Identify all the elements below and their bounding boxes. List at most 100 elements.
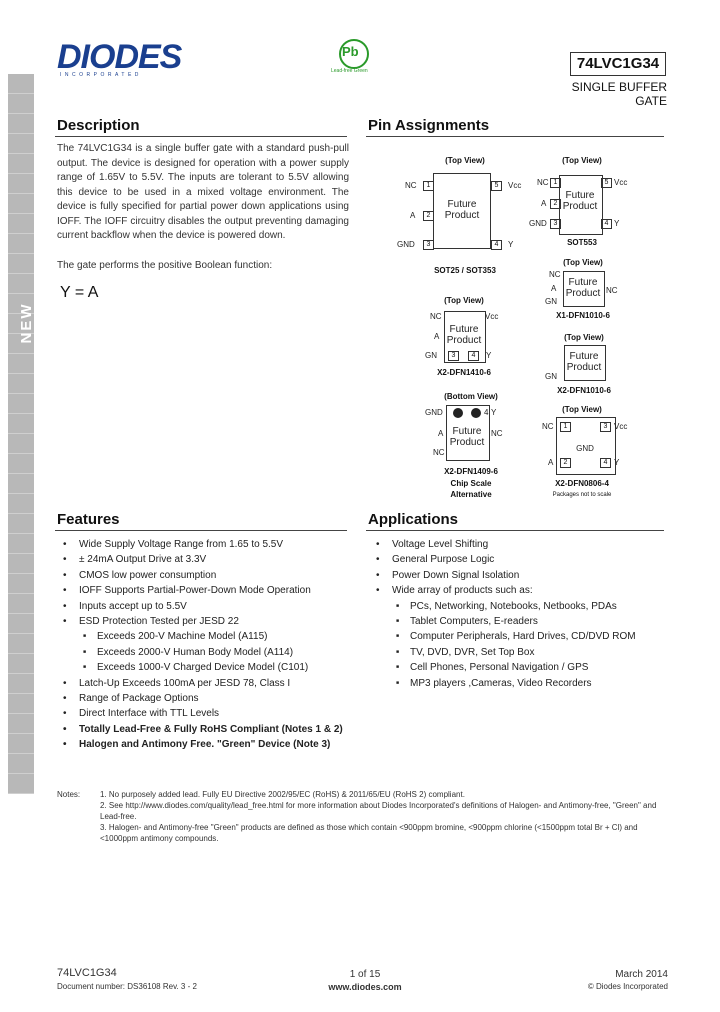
applications-item: Wide array of products such as: [370,583,664,599]
applications-item: Computer Peripherals, Hard Drives, CD/DV… [370,629,664,645]
x2dfn1010-top-view-label: (Top View) [564,333,604,342]
x2dfn1410-pin-gnd: GN [425,351,437,360]
sot553-pin-a: A [541,199,547,208]
x2dfn1409-package-name: X2-DFN1409-6 [444,467,498,476]
applications-item: Cell Phones, Personal Navigation / GPS [370,660,664,676]
product-label: Product [446,335,482,346]
x1dfn1010-top-view-label: (Top View) [563,258,603,267]
note-3: 3. Halogen- and Antimony-free "Green" pr… [100,823,638,843]
x2dfn1409-alternative: Alternative [450,490,492,499]
x2dfn0806-center-gnd: GND [576,444,594,453]
sot553-pin-nc: NC [537,178,549,187]
sot25-pin-2: 2 [423,211,434,221]
applications-item: Tablet Computers, E-readers [370,614,664,630]
sot553-package-name: SOT553 [567,238,597,247]
features-item: Direct Interface with TTL Levels [57,706,349,722]
sot553-pin-3: 3 [550,219,561,229]
new-product-label: NEW PRODUCT [18,278,52,368]
features-item: Exceeds 2000-V Human Body Model (A114) [57,645,349,661]
footer-date: March 2014 [615,969,668,980]
features-item: Halogen and Antimony Free. "Green" Devic… [57,737,349,753]
product-label: Product [444,210,480,221]
x2dfn0806-top-view-label: (Top View) [562,405,602,414]
sot553-pin-2: 2 [550,199,561,209]
future-label: Future [452,426,482,437]
features-item: IOFF Supports Partial-Power-Down Mode Op… [57,583,349,599]
x1dfn1010-package-name: X1-DFN1010-6 [556,311,610,320]
description-paragraph: The 74LVC1G34 is a single buffer gate wi… [57,143,349,241]
x2dfn1410-pin-a: A [434,332,440,341]
applications-item: TV, DVD, DVR, Set Top Box [370,645,664,661]
x2dfn0806-package-name: X2-DFN0806-4 [555,479,609,488]
applications-heading: Applications [366,510,664,531]
sot25-pin-1: 1 [423,181,434,191]
features-list: Wide Supply Voltage Range from 1.65 to 5… [57,537,349,753]
sot553-pin-gnd: GND [529,219,547,228]
footer-copyright: © Diodes Incorporated [587,982,668,991]
footer-url[interactable]: www.diodes.com [328,982,402,992]
product-label: Product [566,362,602,373]
notes-label: Notes: [57,790,81,799]
features-item: ± 24mA Output Drive at 3.3V [57,552,349,568]
x2dfn1410-pin-vcc: Vcc [485,312,499,321]
x2dfn0806-pin-3: 3 [600,422,611,432]
x2dfn1409-pin-gnd: GND [425,408,443,417]
sot25-pin-4: 4 [491,240,502,250]
x2dfn0806-pin-nc: NC [542,422,554,431]
product-label: Product [565,288,601,299]
sot25-pin-vcc: Vcc [508,181,522,190]
features-item: Exceeds 200-V Machine Model (A115) [57,629,349,645]
lead-free-symbol: Pb [342,44,359,59]
sot553-pin-vcc: Vcc [614,178,628,187]
part-number: 74LVC1G34 [570,52,666,76]
features-item: Latch-Up Exceeds 100mA per JESD 78, Clas… [57,676,349,692]
applications-item: PCs, Networking, Notebooks, Netbooks, PD… [370,599,664,615]
x2dfn1410-pin-3: 3 [448,351,459,361]
x2dfn1410-pin-y: Y [486,351,492,360]
x1dfn1010-pin-nc-right: NC [606,286,618,295]
footer-part-number: 74LVC1G34 [57,967,117,979]
features-item: Wide Supply Voltage Range from 1.65 to 5… [57,537,349,553]
x2dfn1410-package-name: X2-DFN1410-6 [437,368,491,377]
boolean-function: Y = A [60,284,99,301]
x2dfn1409-bottom-view-label: (Bottom View) [444,392,498,401]
sot25-top-view-label: (Top View) [445,156,485,165]
sot25-pin-nc: NC [405,181,417,190]
future-label: Future [449,324,479,335]
sot25-pin-gnd: GND [397,240,415,249]
sot553-pin-4: 4 [601,219,612,229]
features-item: Inputs accept up to 5.5V [57,599,349,615]
sot553-package [559,175,603,235]
x2dfn1409-pin-a: A [438,429,444,438]
features-item: CMOS low power consumption [57,568,349,584]
x2dfn1010-pin-gnd: GN [545,372,557,381]
x2dfn1010-package [564,345,606,381]
lead-free-label: Lead-free Green [331,68,368,74]
x2dfn1410-top-view-label: (Top View) [444,296,484,305]
features-item: Range of Package Options [57,691,349,707]
sot25-pin-5: 5 [491,181,502,191]
applications-item: Power Down Signal Isolation [370,568,664,584]
features-item: Totally Lead-Free & Fully RoHS Compliant… [57,722,349,738]
sot553-top-view-label: (Top View) [562,156,602,165]
sot25-pin-y: Y [508,240,514,249]
x2dfn1410-package [444,311,486,363]
sot553-pin-5: 5 [601,178,612,188]
note-2: 2. See http://www.diodes.com/quality/lea… [100,801,657,821]
x1dfn1010-pin-a: A [551,284,557,293]
lead-free-icon [339,39,369,69]
x2dfn1409-pin-nc: NC [491,429,503,438]
product-label: Product [562,201,598,212]
new-product-band [8,74,34,794]
applications-item: MP3 players ,Cameras, Video Recorders [370,676,664,692]
sot25-pin-3: 3 [423,240,434,250]
sot553-pin-1: 1 [550,178,561,188]
x2dfn1409-ball [471,408,481,418]
sot25-pin-a: A [410,211,416,220]
